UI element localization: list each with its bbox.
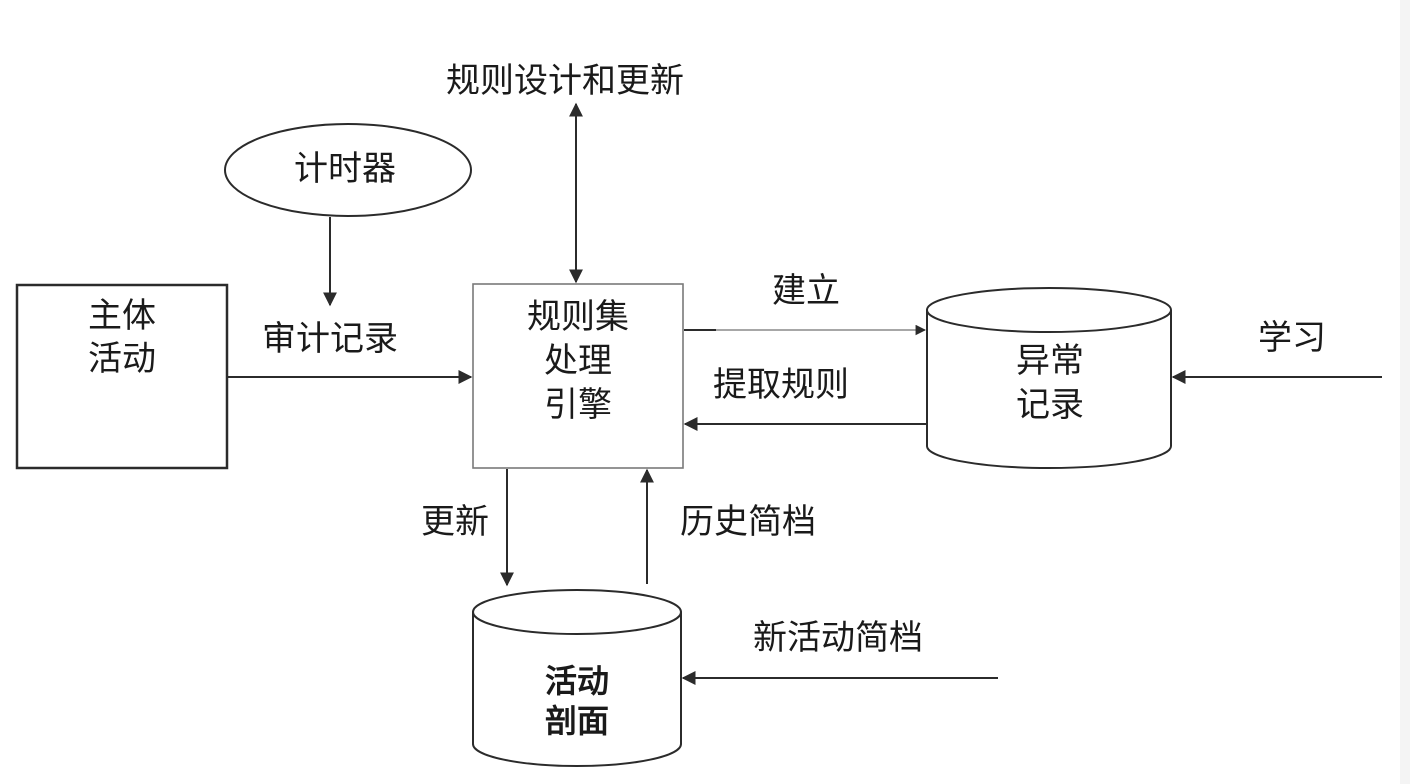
activity-profile-top xyxy=(472,589,682,635)
anomaly-record-line-1: 异常 xyxy=(1016,341,1084,381)
rule-engine-line-3: 引擎 xyxy=(544,385,612,425)
activity-profile-node: 活动 剖面 xyxy=(472,589,682,767)
learn-label: 学习 xyxy=(1258,318,1326,358)
timer-label: 计时器 xyxy=(294,149,396,189)
subject-activity-box xyxy=(15,283,229,470)
extract-rules-label: 提取规则 xyxy=(713,365,849,405)
establish-label: 建立 xyxy=(772,271,840,311)
timer-node: 计时器 xyxy=(224,123,472,217)
rule-engine-line-1: 规则集 xyxy=(527,297,629,337)
anomaly-record-line-2: 记录 xyxy=(1016,385,1084,425)
subject-activity-node: 主体 活动 xyxy=(15,283,229,470)
activity-profile-line-2: 剖面 xyxy=(545,702,609,740)
anomaly-record-node: 异常 记录 xyxy=(926,287,1172,469)
activity-profile-body xyxy=(472,612,682,767)
subject-activity-line-1: 主体 xyxy=(88,296,156,336)
anomaly-record-body xyxy=(926,310,1172,469)
new-activity-profile-label: 新活动简档 xyxy=(753,618,923,658)
history-profile-label: 历史简档 xyxy=(680,502,816,542)
rule-design-update-label: 规则设计和更新 xyxy=(446,61,684,101)
update-label: 更新 xyxy=(421,502,489,542)
subject-activity-line-2: 活动 xyxy=(88,339,156,379)
rule-engine-box xyxy=(472,283,684,469)
rule-engine-line-2: 处理 xyxy=(544,341,612,381)
audit-record-label: 审计记录 xyxy=(262,319,398,359)
anomaly-record-top xyxy=(926,287,1172,333)
activity-profile-line-1: 活动 xyxy=(545,662,609,700)
right-edge-strip xyxy=(1400,0,1410,784)
rule-engine-node: 规则集 处理 引擎 xyxy=(472,283,684,469)
timer-ellipse xyxy=(224,123,472,217)
